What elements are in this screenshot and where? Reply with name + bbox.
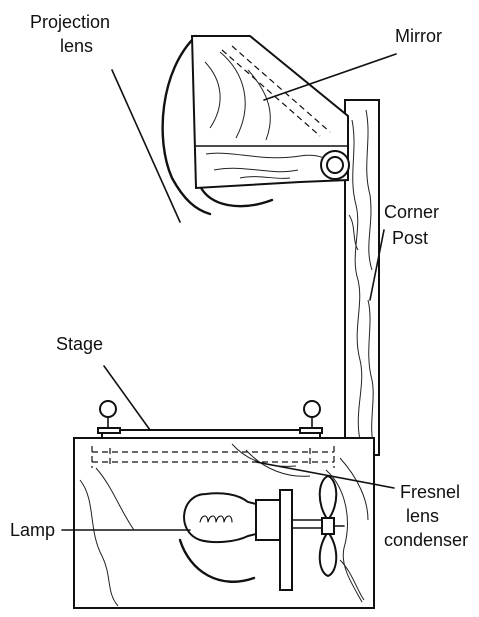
label-lamp: Lamp [10, 520, 55, 540]
leader-corner-post [369, 229, 385, 301]
leader-projection-lens [111, 69, 181, 223]
leader-stage [103, 365, 151, 431]
fan [318, 474, 345, 578]
label-projection-lens-1: Projection [30, 12, 110, 32]
label-corner-post-1: Corner [384, 202, 439, 222]
label-mirror: Mirror [395, 26, 442, 46]
label-fresnel-2: lens [406, 506, 439, 526]
labels: Projection lens Mirror Corner Post Stage… [10, 12, 468, 550]
label-corner-post-2: Post [392, 228, 428, 248]
projection-head [161, 34, 350, 216]
stage-assembly [97, 400, 323, 439]
label-fresnel-1: Fresnel [400, 482, 460, 502]
label-stage: Stage [56, 334, 103, 354]
lamp [178, 489, 323, 591]
corner-post [344, 99, 380, 456]
leader-mirror [263, 53, 397, 101]
label-fresnel-3: condenser [384, 530, 468, 550]
leader-lines [61, 53, 397, 531]
label-projection-lens-2: lens [60, 36, 93, 56]
leader-fresnel [255, 461, 395, 489]
